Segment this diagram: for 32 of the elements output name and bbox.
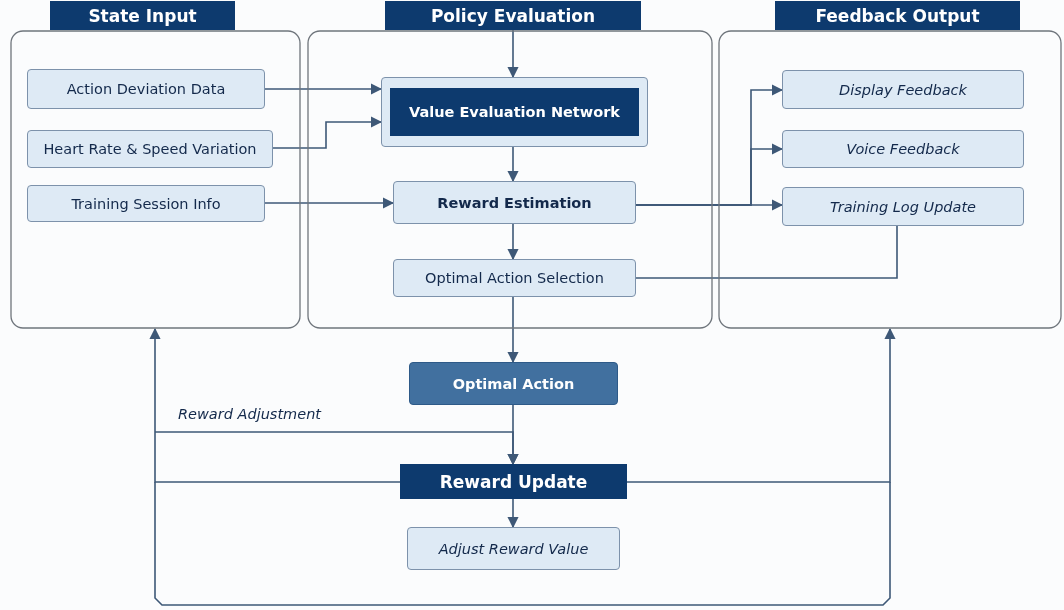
- process-box: Training Session Info: [27, 185, 265, 222]
- process-box: Training Log Update: [782, 187, 1024, 226]
- process-box: Adjust Reward Value: [407, 527, 620, 570]
- process-box: Reward Estimation: [393, 181, 636, 224]
- arrow: [154, 431, 519, 466]
- arrow: [264, 197, 395, 209]
- process-box: Display Feedback: [782, 70, 1024, 109]
- process-box: Action Deviation Data: [27, 69, 265, 109]
- arrow: [635, 199, 784, 211]
- arrow: [272, 116, 383, 149]
- process-box: Voice Feedback: [782, 130, 1024, 168]
- process-box: Heart Rate & Speed Variation: [27, 130, 273, 168]
- arrow: [507, 498, 519, 529]
- panel-heading: Feedback Output: [775, 1, 1020, 30]
- group-panel: [718, 30, 1062, 329]
- loop-line: [154, 481, 891, 606]
- panel-heading: Policy Evaluation: [385, 1, 641, 30]
- group-panel: [307, 30, 713, 329]
- arrow: [507, 223, 519, 261]
- action-box: Optimal Action: [409, 362, 618, 405]
- arrow: [507, 146, 519, 183]
- arrow: [264, 83, 383, 95]
- update-box: Reward Update: [400, 464, 627, 499]
- network-box: Value Evaluation Network: [381, 77, 648, 147]
- group-panel: [10, 30, 301, 329]
- edge-label: Reward Adjustment: [176, 406, 324, 422]
- panel-heading: State Input: [50, 1, 235, 30]
- arrow: [507, 29, 519, 79]
- process-box: Optimal Action Selection: [393, 259, 636, 297]
- arrow: [507, 296, 519, 364]
- arrow: [626, 327, 896, 483]
- arrow: [149, 327, 401, 483]
